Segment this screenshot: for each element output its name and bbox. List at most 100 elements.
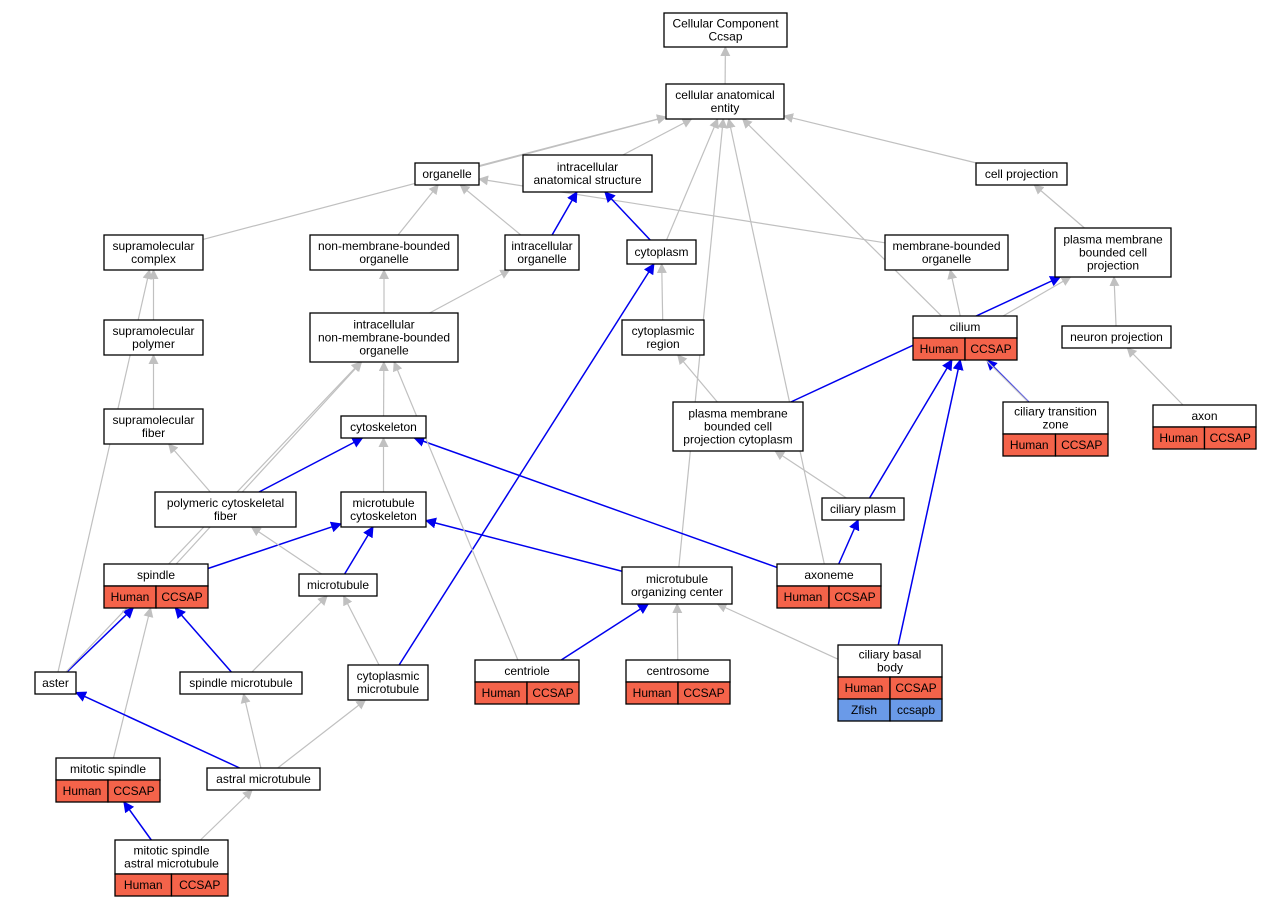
node-box: [309, 312, 459, 363]
node-astralmt[interactable]: astral microtubule: [206, 767, 321, 791]
edge-spindle-to-mtcs: [207, 521, 343, 570]
edge-astralmt-to-spindlemt: [240, 693, 262, 769]
edge-cytomt-to-microtubule: [343, 595, 380, 666]
edge-cilium-to-pmbcp: [1002, 276, 1072, 317]
node-organelle[interactable]: organelle: [414, 162, 480, 186]
edge-cytoplasm-to-cae: [666, 118, 719, 241]
edge-centriole-to-mtoc: [560, 603, 650, 661]
node-label: region: [646, 337, 679, 351]
node-label: cell projection: [985, 167, 1058, 181]
node-label: supramolecular: [112, 324, 194, 338]
edge-axoneme-to-ciliaryplasm: [838, 518, 860, 565]
node-label: spindle microtubule: [189, 676, 293, 690]
node-microtubule[interactable]: microtubule: [298, 573, 378, 597]
node-inmbo[interactable]: intracellularnon-membrane-boundedorganel…: [309, 312, 459, 363]
organism-label: Human: [920, 342, 959, 356]
node-label: axoneme: [804, 568, 854, 582]
node-label: projection cytoplasm: [683, 433, 792, 447]
node-box: [414, 162, 480, 186]
gene-label: CCSAP: [161, 590, 202, 604]
node-ciliaryplasm[interactable]: ciliary plasm: [821, 497, 905, 521]
node-aster[interactable]: aster: [34, 671, 77, 695]
edge-mtoc-to-mtcs: [424, 517, 623, 572]
node-box: [114, 839, 229, 875]
gene-label: CCSAP: [1210, 431, 1251, 445]
node-label: microtubule: [357, 682, 419, 696]
node-box: [1002, 401, 1109, 435]
gene-label: ccsapb: [897, 703, 935, 717]
node-label: intracellular: [511, 239, 572, 253]
node-label: aster: [42, 676, 69, 690]
organism-label: Human: [784, 590, 823, 604]
edge-ias-to-cae: [622, 118, 693, 156]
edge-intorg-to-ias: [551, 191, 578, 236]
node-label: ciliary basal: [859, 648, 922, 662]
node-cellproj[interactable]: cell projection: [975, 162, 1068, 186]
node-box: [347, 664, 429, 701]
node-label: ciliary transition: [1014, 405, 1097, 419]
node-box: [179, 671, 303, 695]
gene-label: CCSAP: [113, 784, 154, 798]
node-label: cytoskeleton: [350, 420, 417, 434]
node-label: organelle: [422, 167, 472, 181]
node-box: [34, 671, 77, 695]
node-label: entity: [711, 101, 740, 115]
node-label: microtubule: [646, 572, 708, 586]
edge-axoneme-to-cytoskeleton: [413, 436, 778, 569]
organism-label: Human: [633, 686, 672, 700]
node-box: [626, 239, 697, 265]
node-neuronproj[interactable]: neuron projection: [1061, 325, 1172, 349]
organism-label: Human: [124, 878, 163, 892]
node-label: projection: [1087, 259, 1139, 273]
node-label: membrane-bounded: [892, 239, 1000, 253]
annotation-cell-gene: [889, 698, 943, 722]
organism-label: Zfish: [851, 703, 877, 717]
node-spindlemt[interactable]: spindle microtubule: [179, 671, 303, 695]
edge-cilium-to-mbo: [947, 269, 961, 317]
node-cytoplasm[interactable]: cytoplasm: [626, 239, 697, 265]
node-label: fiber: [214, 509, 237, 523]
node-label: spindle: [137, 568, 175, 582]
node-label: intracellular: [557, 160, 618, 174]
node-box: [975, 162, 1068, 186]
edge-spindlemt-to-microtubule: [251, 595, 328, 673]
node-box: [504, 234, 580, 271]
node-label: organizing center: [631, 585, 723, 599]
edge-pmbcp-to-cellproj: [1033, 184, 1085, 229]
node-label: anatomical structure: [533, 173, 641, 187]
node-label: cytoplasm: [634, 245, 688, 259]
node-label: cytoplasmic: [357, 669, 420, 683]
node-cytoskeleton[interactable]: cytoskeleton: [340, 415, 427, 439]
node-box: [340, 415, 427, 439]
annotation-cell-gene: [1054, 433, 1109, 457]
node-box: [621, 566, 733, 605]
node-box: [103, 319, 204, 356]
